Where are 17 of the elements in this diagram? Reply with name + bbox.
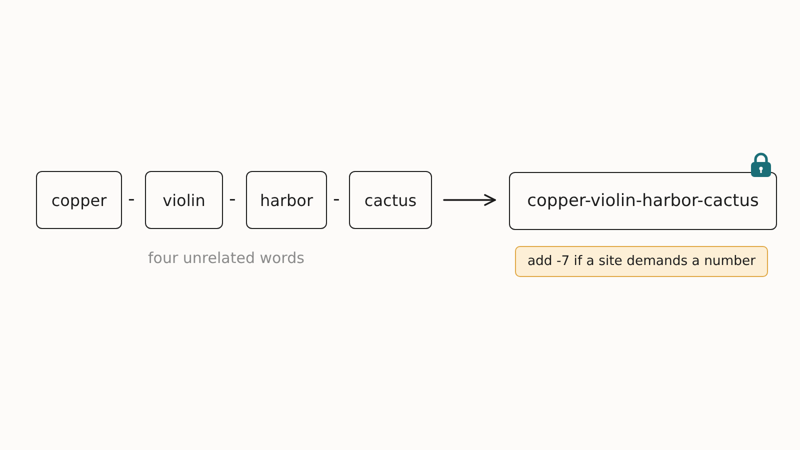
word-text: violin (162, 190, 206, 210)
word-text: harbor (260, 190, 314, 210)
word-box (246, 171, 327, 229)
arrow (443, 194, 496, 206)
hyphen: - (229, 188, 236, 210)
word-box (349, 171, 432, 229)
word-text: copper (51, 190, 107, 210)
hyphen: - (333, 188, 340, 210)
passphrase-text: copper-violin-harbor-cactus (527, 191, 759, 211)
note-box (515, 246, 768, 277)
hyphen: - (128, 188, 135, 210)
word-text: cactus (364, 190, 417, 210)
passphrase-box (509, 172, 777, 230)
caption-text: four unrelated words (148, 249, 304, 267)
word-box (36, 171, 122, 229)
word-box (145, 171, 223, 229)
note-text: add -7 if a site demands a number (527, 254, 756, 269)
